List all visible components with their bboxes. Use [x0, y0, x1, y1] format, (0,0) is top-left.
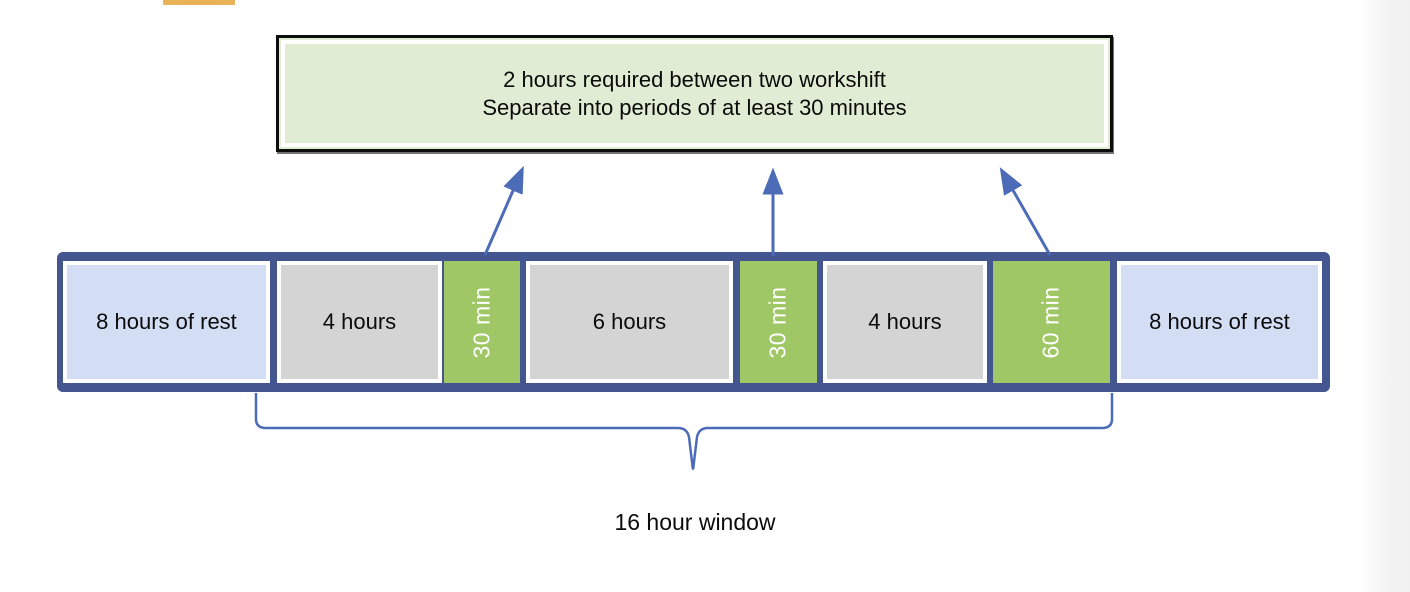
callout-box: 2 hours required between two workshift S…: [276, 35, 1113, 152]
callout-line-1: 2 hours required between two workshift: [503, 66, 886, 92]
segment-label: 6 hours: [592, 309, 667, 334]
segment-label: 8 hours of rest: [96, 309, 237, 334]
connector-arrow-left-icon: [483, 165, 524, 256]
callout-line-2: Separate into periods of at least 30 min…: [482, 94, 907, 120]
window-label: 16 hour window: [614, 509, 776, 535]
segment-work-6h: 6 hours: [526, 261, 733, 383]
segment-label: 60 min: [1037, 285, 1064, 359]
window-brace: [254, 393, 1114, 470]
timeline-bar: 8 hours of rest 4 hours 30 min 6 hours 3…: [57, 252, 1330, 392]
connector-arrow-right-icon: [999, 167, 1052, 256]
segment-rest-left: 8 hours of rest: [63, 261, 270, 383]
segment-break-60min: 60 min: [993, 261, 1110, 383]
segment-label: 30 min: [764, 285, 791, 359]
canvas-edge-shade: [1358, 0, 1410, 592]
segment-break-30min-first: 30 min: [444, 261, 520, 383]
segment-label: 30 min: [468, 285, 495, 359]
segment-break-30min-second: 30 min: [740, 261, 817, 383]
segment-label: 4 hours: [322, 309, 397, 334]
callout-text: 2 hours required between two workshift S…: [482, 66, 906, 122]
segment-rest-right: 8 hours of rest: [1117, 261, 1322, 383]
segment-label: 8 hours of rest: [1149, 309, 1290, 334]
orange-accent-bar: [163, 0, 235, 5]
segment-label: 4 hours: [868, 309, 942, 334]
segment-work-4h-second: 4 hours: [823, 261, 987, 383]
segment-work-4h-first: 4 hours: [277, 261, 442, 383]
